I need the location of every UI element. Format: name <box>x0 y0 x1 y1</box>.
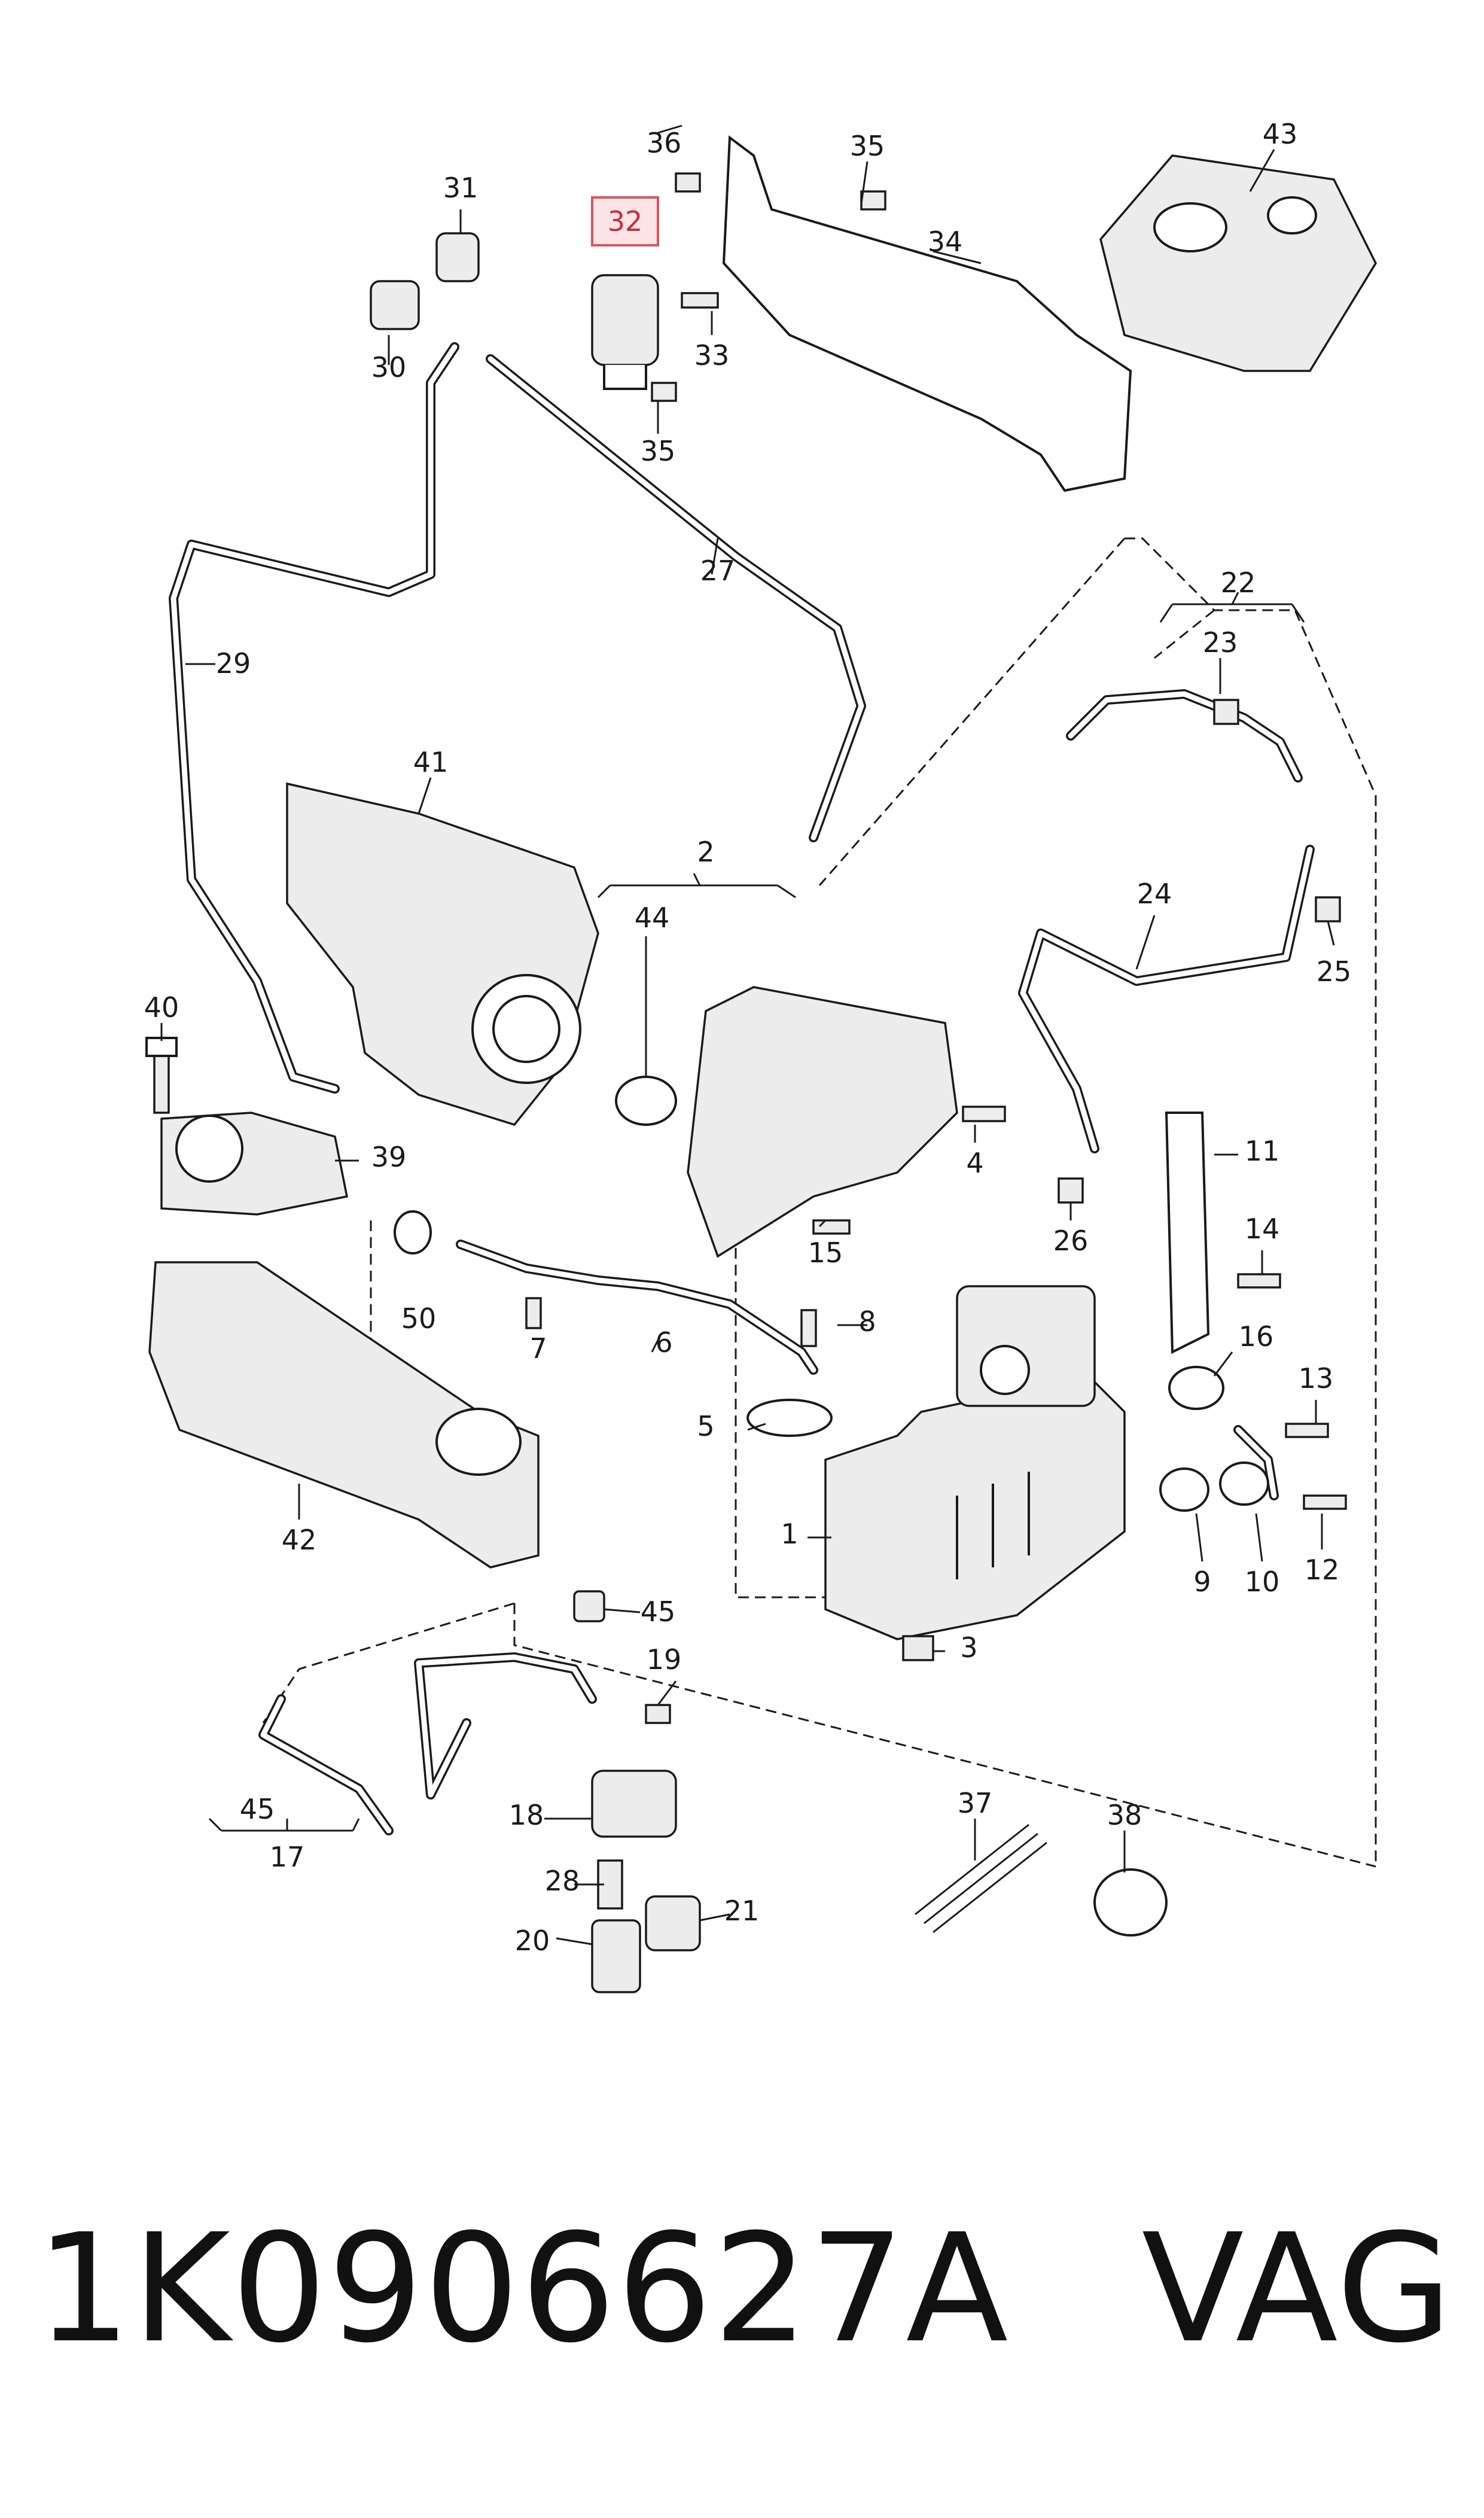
part-label: 21 <box>724 1895 760 1927</box>
part-label: 44 <box>635 902 670 934</box>
brand-name: VAG <box>1141 2202 1453 2376</box>
hoses <box>169 342 1315 1835</box>
part-label: 22 <box>1221 567 1256 599</box>
part-label: 31 <box>443 172 479 204</box>
part-label: 12 <box>1305 1554 1340 1586</box>
part-label: 40 <box>144 991 179 1024</box>
part-label: 23 <box>1203 626 1238 659</box>
part-label: 36 <box>647 127 682 159</box>
part-label: 19 <box>647 1643 682 1676</box>
part-label: 27 <box>700 555 736 587</box>
part-label: 37 <box>958 1787 993 1819</box>
part-label: 8 <box>858 1305 876 1338</box>
part-number: 1K0906627A <box>36 2202 1010 2376</box>
seal-ring <box>615 1076 677 1126</box>
part-label: 11 <box>1245 1135 1280 1167</box>
part-label: 28 <box>545 1865 580 1897</box>
part-label: 30 <box>371 351 407 383</box>
part-label: 41 <box>413 746 449 778</box>
part-label: 25 <box>1317 955 1352 988</box>
intake-manifold <box>148 1261 540 1569</box>
part-label: 17 <box>270 1841 305 1873</box>
part-label: 3 <box>960 1631 977 1664</box>
part-label: 33 <box>694 339 730 372</box>
egr-cooler <box>824 1375 1126 1640</box>
part-label: 14 <box>1245 1213 1280 1245</box>
part-label: 2 <box>697 836 714 868</box>
part-label: 34 <box>928 226 963 258</box>
part-label: 45 <box>641 1596 676 1628</box>
part-label: 42 <box>282 1524 317 1556</box>
highlight-label-text: 32 <box>608 205 643 238</box>
part-label: 7 <box>529 1332 547 1365</box>
group-boundaries <box>262 537 1377 1868</box>
part-labels: 1 2 3 4 5 6 7 8 9 10 11 12 13 14 15 16 1… <box>144 118 1352 1957</box>
part-label: 38 <box>1107 1799 1142 1831</box>
part-label: 35 <box>850 130 885 162</box>
engine-cover <box>1099 154 1377 372</box>
highlight-label-32[interactable]: 32 <box>591 196 659 246</box>
part-label: 20 <box>515 1925 550 1957</box>
footer: 1K0906627A VAG <box>36 2202 1459 2381</box>
part-label: 13 <box>1299 1362 1334 1395</box>
part-label: 9 <box>1193 1566 1211 1598</box>
part-label: 6 <box>655 1326 672 1359</box>
part-label: 43 <box>1263 118 1298 150</box>
part-label: 4 <box>966 1147 983 1179</box>
part-label: 10 <box>1245 1566 1280 1598</box>
part-label: 35 <box>641 435 676 467</box>
leader-lines <box>160 124 1335 1945</box>
valve-32 <box>591 274 659 366</box>
part-label: 16 <box>1239 1320 1274 1353</box>
part-label: 5 <box>697 1410 714 1442</box>
part-label: 1 <box>781 1518 798 1550</box>
part-label: 24 <box>1137 878 1172 910</box>
part-label: 26 <box>1053 1225 1089 1257</box>
cooler-housing <box>687 986 958 1258</box>
part-label: 18 <box>509 1799 544 1831</box>
part-label: 15 <box>808 1237 843 1269</box>
part-label: 45 <box>240 1793 275 1825</box>
parts <box>145 135 1377 1993</box>
valve-18 <box>591 1770 677 1838</box>
part-label: 39 <box>371 1141 407 1173</box>
highlight-box <box>591 196 659 246</box>
part-label: 29 <box>216 647 251 680</box>
bracket <box>722 135 1132 492</box>
part-label: 50 <box>401 1302 437 1335</box>
